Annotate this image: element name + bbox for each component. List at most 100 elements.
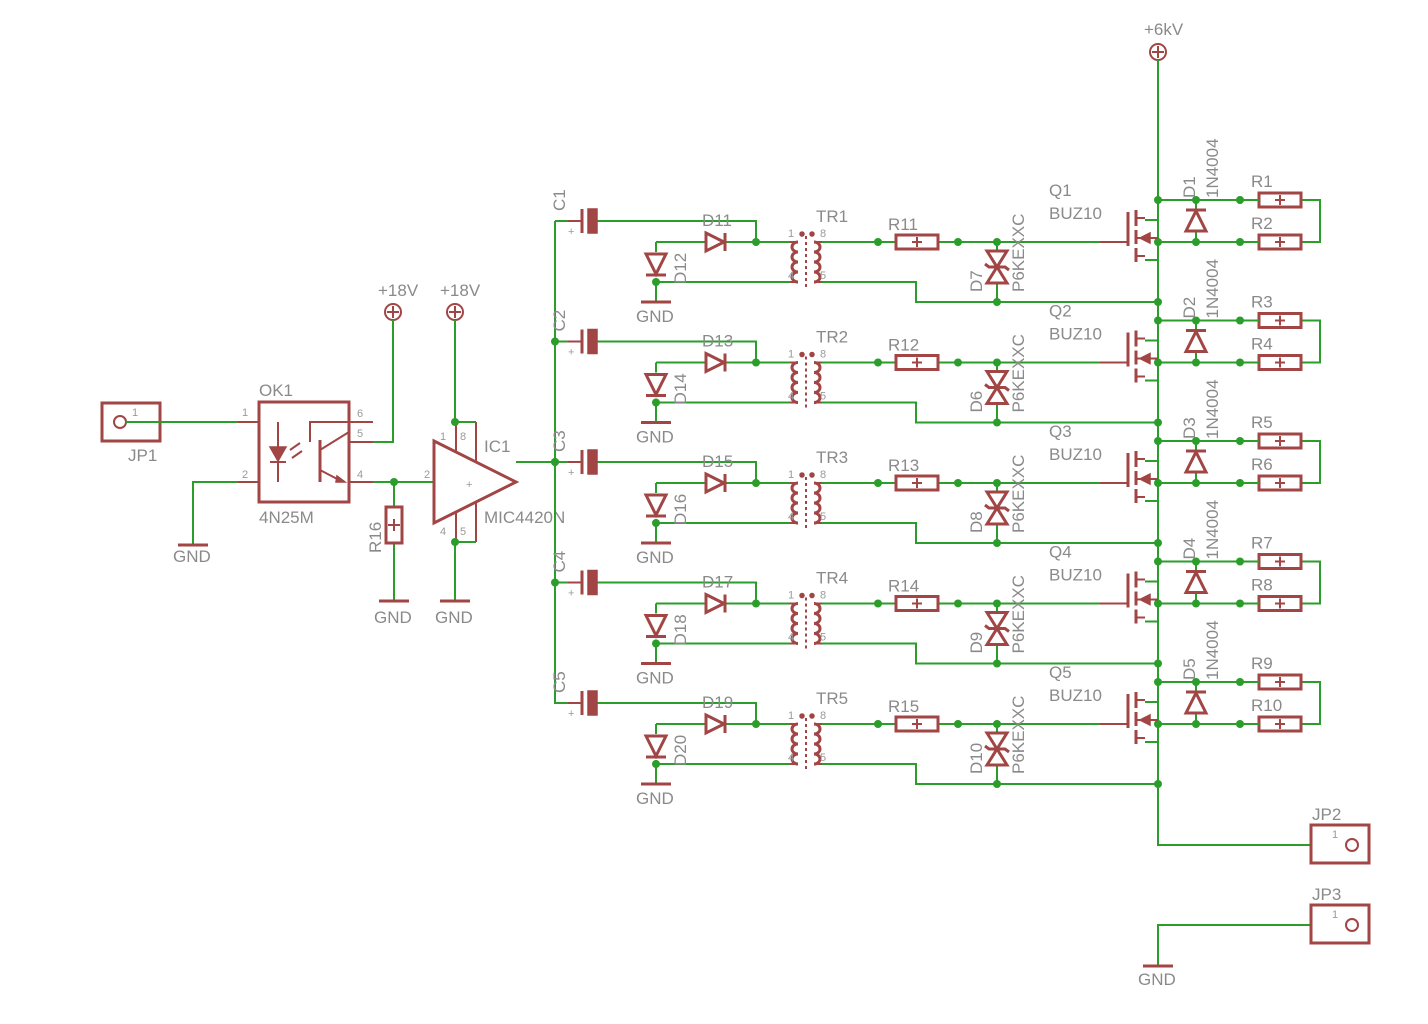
ok1-pin-4: 4 <box>357 469 363 481</box>
gate-resistor-3[interactable]: R13 <box>888 456 940 492</box>
diode-a-1[interactable]: D11 <box>702 211 732 254</box>
balance-resistor-a-4[interactable]: R7 <box>1251 534 1303 570</box>
mosfet-1-label: Q1 <box>1049 181 1072 200</box>
jp3-pin-1: 1 <box>1332 909 1338 921</box>
balance-resistor-a-1[interactable]: R1 <box>1251 172 1303 209</box>
gate-resistor-2[interactable]: R12 <box>888 336 940 371</box>
transformer-2-pin-4: 4 <box>788 391 794 403</box>
gnd-label-stage-4: GND <box>636 669 674 688</box>
diode-a-2[interactable]: D13 <box>702 332 733 374</box>
balance-resistor-a-4-label: R7 <box>1251 534 1273 553</box>
diode-b-1[interactable]: D12 <box>643 252 690 284</box>
balance-resistor-b-1[interactable]: R2 <box>1251 214 1303 251</box>
diode-a-3[interactable]: D15 <box>702 452 733 495</box>
balance-resistor-b-4[interactable]: R8 <box>1251 576 1303 612</box>
balance-resistor-a-3[interactable]: R5 <box>1251 413 1303 450</box>
gate-resistor-2-label: R12 <box>888 336 919 355</box>
balance-resistor-a-1-label: R1 <box>1251 172 1273 191</box>
capacitor-2-polarity: + <box>568 347 574 359</box>
r16-resistor[interactable]: R16 <box>366 482 404 601</box>
ic1-pin-2: 2 <box>424 469 430 481</box>
diode-a-2-label: D13 <box>702 332 733 351</box>
capacitor-4-polarity: + <box>568 588 574 600</box>
gnd-symbol-stage-2: GND <box>636 421 674 447</box>
balance-resistor-b-3-label: R6 <box>1251 455 1273 474</box>
mosfet-3-value: BUZ10 <box>1049 445 1102 464</box>
ic1-pin-5: 5 <box>460 526 466 538</box>
diode-b-5[interactable]: D20 <box>643 734 690 766</box>
jp1-connector[interactable]: 1 JP1 <box>100 401 162 465</box>
balance-resistor-b-5[interactable]: R10 <box>1251 696 1303 733</box>
flyback-diode-1-value: 1N4004 <box>1203 138 1222 198</box>
ok1-pin-6: 6 <box>357 408 363 420</box>
supply-18v-a: +18V <box>378 281 419 321</box>
diode-b-3[interactable]: D16 <box>643 493 690 525</box>
capacitor-5[interactable]: C5+ <box>550 671 598 720</box>
transformer-3-pin-1: 1 <box>788 469 794 481</box>
gnd-label-ok1: GND <box>173 547 211 566</box>
ok1-value: 4N25M <box>259 508 314 527</box>
tvs-diode-2-label: D6 <box>967 391 986 413</box>
jp2-label: JP2 <box>1312 805 1341 824</box>
capacitor-2[interactable]: C2+ <box>550 310 598 359</box>
balance-resistor-a-5[interactable]: R9 <box>1251 654 1303 691</box>
gate-resistor-5[interactable]: R15 <box>888 697 940 733</box>
ic1-driver[interactable]: 1 8 2 4 5 + IC1 MIC4420N <box>424 422 565 542</box>
mosfet-4-value: BUZ10 <box>1049 566 1102 585</box>
balance-resistor-b-3[interactable]: R6 <box>1251 455 1303 492</box>
gate-resistor-4-label: R14 <box>888 577 919 596</box>
capacitor-3-label: C3 <box>550 430 569 452</box>
jp2-pin-1: 1 <box>1332 829 1338 841</box>
jp3-connector[interactable]: 1 JP3 <box>1309 885 1371 945</box>
capacitor-3[interactable]: C3+ <box>550 430 598 479</box>
tvs-diode-3-value: P6KEXXC <box>1009 455 1028 533</box>
ok1-pin-1: 1 <box>242 407 248 419</box>
diode-a-5[interactable]: D19 <box>702 693 733 736</box>
gnd-symbol-stage-3: GND <box>636 541 674 567</box>
r16-label: R16 <box>366 522 385 553</box>
ok1-pin-2: 2 <box>242 469 248 481</box>
ok1-optocoupler[interactable]: 1 2 4 5 6 OK1 4N25M <box>238 381 373 527</box>
gnd-label-stage-3: GND <box>636 548 674 567</box>
capacitor-1[interactable]: C1+ <box>550 189 598 238</box>
transformer-4-label: TR4 <box>816 569 848 588</box>
gate-resistor-4[interactable]: R14 <box>888 577 940 612</box>
balance-resistor-a-2[interactable]: R3 <box>1251 293 1303 329</box>
diode-b-4[interactable]: D18 <box>643 614 690 646</box>
capacitor-4[interactable]: C4+ <box>550 551 598 600</box>
balance-resistor-b-4-label: R8 <box>1251 576 1273 595</box>
gate-resistor-3-label: R13 <box>888 456 919 475</box>
diode-b-2[interactable]: D14 <box>643 373 690 405</box>
diode-a-4[interactable]: D17 <box>702 573 733 615</box>
transformer-3-pin-4: 4 <box>788 511 794 523</box>
supply-18v-b: +18V <box>440 281 481 321</box>
gnd-symbol-r16: GND <box>374 599 412 627</box>
gate-resistor-1[interactable]: R11 <box>888 215 940 251</box>
balance-resistor-b-2[interactable]: R4 <box>1251 335 1303 371</box>
mosfet-3-label: Q3 <box>1049 422 1072 441</box>
jp2-connector[interactable]: 1 JP2 <box>1309 805 1371 865</box>
gate-resistor-5-label: R15 <box>888 697 919 716</box>
diode-b-3-label: D16 <box>671 494 690 525</box>
